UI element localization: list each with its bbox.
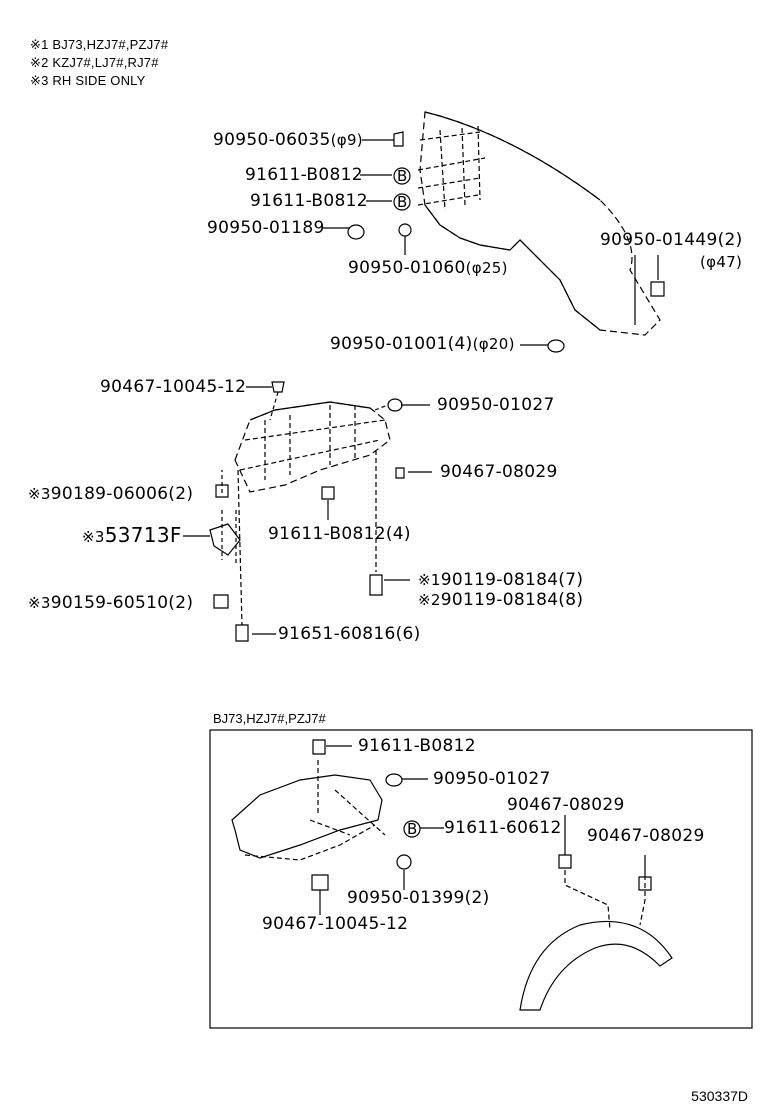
part-middle-10: 91651-60816(6) — [278, 624, 421, 644]
part-box-3: 90467-08029 — [507, 795, 625, 815]
part-middle-6: 91611-B0812(4) — [268, 524, 411, 544]
part-upper-6: 90950-01449(2) — [600, 230, 743, 250]
part-box-5: 90467-08029 — [587, 826, 705, 846]
part-upper-3: 91611-B0812 — [250, 191, 368, 211]
part-box-7: 90467-10045-12 — [262, 914, 409, 934]
part-middle-7: ※190119-08184(7) — [418, 570, 584, 590]
part-middle-5: ※353713F — [82, 523, 182, 547]
part-box-1: 91611-B0812 — [358, 736, 476, 756]
part-box-4: 91611-60612 — [444, 818, 562, 838]
note-1: ※1 BJ73,HZJ7#,PZJ7# — [30, 37, 169, 52]
part-upper-6-size: (φ47) — [700, 253, 743, 271]
part-middle-3: 90467-08029 — [440, 462, 558, 482]
box-title: BJ73,HZJ7#,PZJ7# — [213, 711, 326, 726]
part-middle-9: ※390159-60510(2) — [28, 593, 194, 613]
part-upper-5: 90950-01060(φ25) — [348, 258, 508, 278]
diagram-code: 530337D — [691, 1088, 748, 1104]
part-box-6: 90950-01399(2) — [347, 888, 490, 908]
bolt-marker-icon — [393, 167, 411, 185]
bolt-marker-label: B — [397, 193, 408, 211]
note-3: ※3 RH SIDE ONLY — [30, 73, 146, 88]
bolt-marker-icon — [403, 820, 421, 838]
part-upper-7: 90950-01001(4)(φ20) — [330, 334, 515, 354]
part-upper-1: 90950-06035(φ9) — [213, 130, 363, 150]
bolt-marker-label: B — [407, 820, 418, 838]
bolt-marker-icon — [393, 193, 411, 211]
bolt-marker-label: B — [397, 167, 408, 185]
part-upper-4: 90950-01189 — [207, 218, 325, 238]
note-2: ※2 KZJ7#,LJ7#,RJ7# — [30, 55, 159, 70]
part-upper-2: 91611-B0812 — [245, 165, 363, 185]
part-middle-1: 90467-10045-12 — [100, 377, 247, 397]
part-box-2: 90950-01027 — [433, 769, 551, 789]
part-middle-8: ※290119-08184(8) — [418, 590, 584, 610]
part-middle-4: ※390189-06006(2) — [28, 484, 194, 504]
part-middle-2: 90950-01027 — [437, 395, 555, 415]
